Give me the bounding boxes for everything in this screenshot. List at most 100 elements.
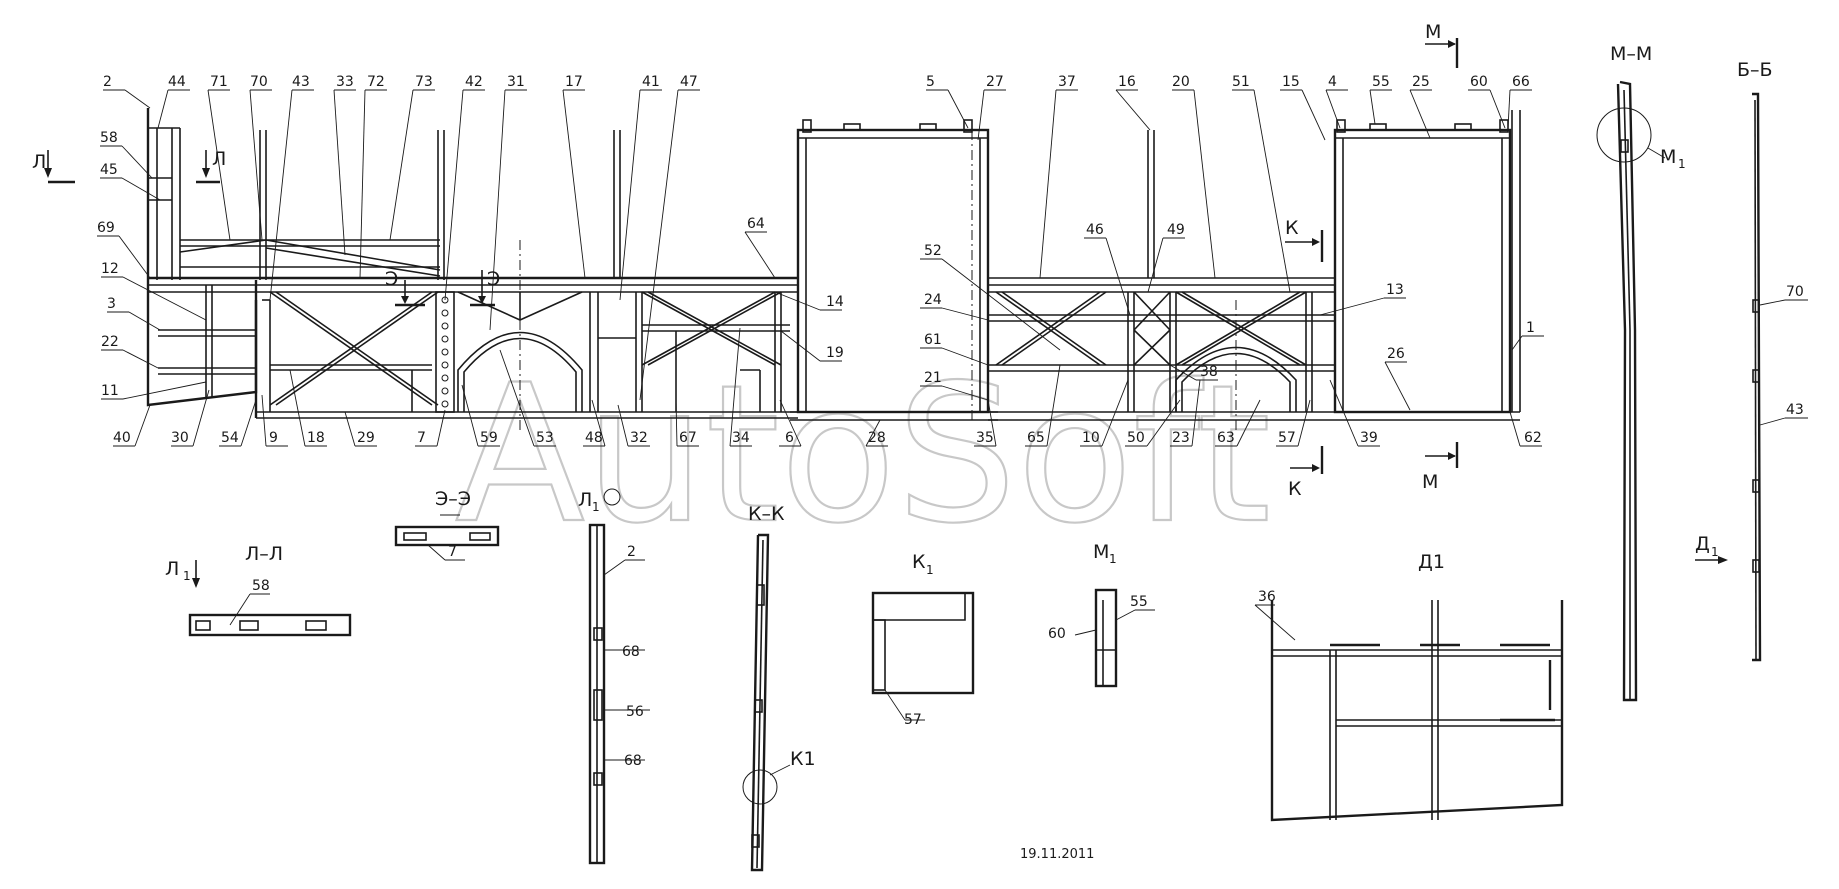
svg-text:28: 28 [868,430,886,446]
svg-text:7: 7 [417,430,426,446]
svg-text:9: 9 [269,430,278,446]
svg-text:Э: Э [385,268,398,290]
svg-text:М: М [1660,146,1676,168]
svg-text:16: 16 [1118,74,1136,90]
svg-text:Л: Л [578,489,592,511]
svg-text:70: 70 [250,74,268,90]
drawing-date: 19.11.2011 [1020,847,1094,862]
svg-text:43: 43 [292,74,310,90]
svg-text:71: 71 [210,74,228,90]
svg-text:М: М [1422,471,1438,493]
svg-text:Л: Л [32,151,46,173]
svg-text:Л–Л: Л–Л [245,543,283,565]
svg-text:6: 6 [785,430,794,446]
svg-text:3: 3 [107,296,116,312]
svg-text:37: 37 [1058,74,1076,90]
svg-text:29: 29 [357,430,375,446]
svg-text:60: 60 [1470,74,1488,90]
svg-text:4: 4 [1328,74,1337,90]
detail-k1: К 1 57 [871,551,975,728]
svg-text:68: 68 [622,644,640,660]
svg-text:23: 23 [1172,430,1190,446]
svg-text:42: 42 [465,74,483,90]
svg-text:44: 44 [168,74,186,90]
callouts-mid: 64 14 19 52 24 61 21 46 49 13 38 26 1 [744,216,1544,411]
svg-text:27: 27 [986,74,1004,90]
svg-text:51: 51 [1232,74,1250,90]
section-b-b: Б–Б 70 43 Д 1 [1695,59,1808,662]
svg-text:22: 22 [101,334,119,350]
section-e-e: Э–Э 7 [394,488,500,561]
svg-text:К–К: К–К [748,503,785,525]
svg-text:32: 32 [630,430,648,446]
svg-text:18: 18 [307,430,325,446]
svg-text:1: 1 [183,569,191,583]
svg-text:59: 59 [480,430,498,446]
svg-text:54: 54 [221,430,239,446]
svg-text:26: 26 [1387,346,1405,362]
detail-l1: Л 1 2 68 56 68 [578,488,650,865]
svg-text:34: 34 [732,430,750,446]
section-m-m: М–М М 1 [1596,43,1686,702]
svg-text:11: 11 [101,383,119,399]
svg-text:1: 1 [592,500,600,514]
detail-d1: Д1 36 [1254,551,1564,822]
svg-text:30: 30 [171,430,189,446]
svg-text:62: 62 [1524,430,1542,446]
svg-text:36: 36 [1258,589,1276,605]
svg-text:41: 41 [642,74,660,90]
svg-text:57: 57 [1278,430,1296,446]
detail-m1: М 1 60 55 [1048,541,1155,688]
svg-text:М: М [1093,541,1109,563]
svg-text:Д: Д [1695,533,1710,555]
svg-text:60: 60 [1048,626,1066,642]
svg-text:М: М [1425,21,1441,43]
svg-text:К: К [1285,217,1299,239]
svg-text:10: 10 [1082,430,1100,446]
svg-text:45: 45 [100,162,118,178]
svg-text:63: 63 [1217,430,1235,446]
svg-text:64: 64 [747,216,765,232]
svg-text:12: 12 [101,261,119,277]
svg-text:40: 40 [113,430,131,446]
svg-text:73: 73 [415,74,433,90]
svg-text:Л: Л [165,558,179,580]
svg-text:Л: Л [212,148,226,170]
svg-text:70: 70 [1786,284,1804,300]
svg-text:Д1: Д1 [1418,551,1445,573]
svg-text:К: К [1288,478,1302,500]
svg-text:19: 19 [826,345,844,361]
svg-text:2: 2 [627,544,636,560]
section-l-l: Л–Л Л 1 58 [165,543,352,637]
svg-text:50: 50 [1127,430,1145,446]
svg-text:1: 1 [1711,545,1719,559]
svg-text:35: 35 [976,430,994,446]
svg-text:67: 67 [679,430,697,446]
svg-text:15: 15 [1282,74,1300,90]
svg-text:48: 48 [585,430,603,446]
svg-text:Э–Э: Э–Э [435,488,471,510]
svg-text:21: 21 [924,370,942,386]
svg-text:М–М: М–М [1610,43,1652,65]
svg-text:К: К [912,551,926,573]
svg-text:1: 1 [926,563,934,577]
section-k-k: К–К К1 [742,503,816,872]
svg-text:57: 57 [904,712,922,728]
svg-text:46: 46 [1086,222,1104,238]
svg-text:55: 55 [1130,594,1148,610]
svg-text:25: 25 [1412,74,1430,90]
svg-text:61: 61 [924,332,942,348]
svg-text:Э: Э [487,268,500,290]
svg-text:31: 31 [507,74,525,90]
svg-text:58: 58 [100,130,118,146]
svg-text:65: 65 [1027,430,1045,446]
svg-text:56: 56 [626,704,644,720]
svg-text:7: 7 [448,544,457,560]
svg-text:К1: К1 [790,748,816,770]
svg-text:52: 52 [924,243,942,259]
svg-text:5: 5 [926,74,935,90]
svg-text:38: 38 [1200,364,1218,380]
svg-text:66: 66 [1512,74,1530,90]
svg-text:Б–Б: Б–Б [1737,59,1773,81]
